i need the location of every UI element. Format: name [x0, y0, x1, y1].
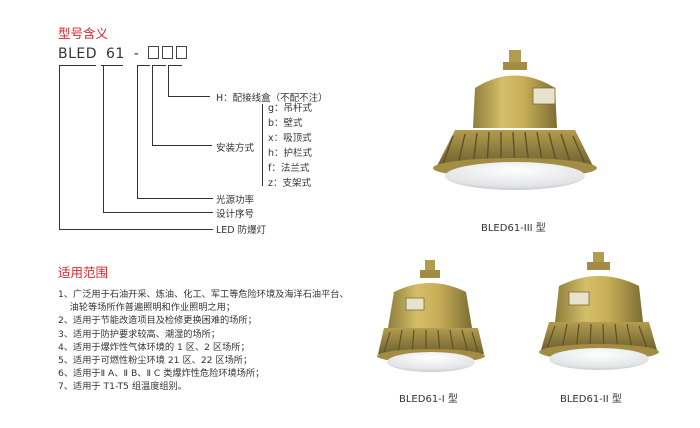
label-install-method: 安装方式	[216, 143, 255, 154]
scope-item: 2、适用于节能改造项目及检修更换困难的场所；	[58, 315, 257, 327]
scope-item: 1、广泛用于石油开采、炼油、化工、军工等危险环境及海洋石油平台、	[58, 289, 349, 300]
code-box-2	[162, 46, 174, 59]
code-dash: -	[133, 46, 140, 62]
scope-item: 油轮等场所作普遍照明和作业照明之用；	[58, 302, 236, 314]
option-g: g：吊杆式	[268, 103, 313, 114]
code-number: 61	[105, 46, 125, 62]
model-code: BLED 61 -	[58, 46, 190, 62]
option-f: f：法兰式	[268, 163, 310, 174]
option-h: h：护栏式	[268, 148, 313, 159]
code-box-1	[148, 46, 160, 59]
scope-item: 4、适用于爆炸性气体环境的 1 区、2 区场所；	[58, 341, 250, 353]
lamp-small-right-image	[539, 252, 659, 370]
label-led-type: LED 防爆灯	[216, 225, 267, 236]
label-light-power: 光源功率	[216, 195, 255, 206]
label-junction-box: H：配接线盒（不配不注）	[216, 93, 328, 104]
option-z: z：支架式	[268, 178, 311, 189]
scope-item: 5、适用于可燃性粉尘环境 21 区、22 区场所；	[58, 355, 253, 367]
label-design-number: 设计序号	[216, 209, 255, 220]
lamp-small-left-image	[377, 260, 485, 372]
option-x: x：吸顶式	[268, 133, 312, 144]
scope-item: 6、适用于Ⅱ A、Ⅱ B、Ⅱ C 类爆炸性危险环境场所；	[58, 368, 265, 380]
scope-item: 3、适用于防护要求较高、潮湿的场所；	[58, 328, 221, 340]
code-box-3	[176, 46, 188, 59]
model-label-small-right: BLED61-II 型	[560, 394, 622, 405]
scope-title: 适用范围	[58, 265, 109, 280]
model-label-small-left: BLED61-I 型	[399, 394, 458, 405]
model-label-large: BLED61-III 型	[481, 223, 546, 234]
code-prefix: BLED	[58, 46, 98, 62]
scope-list: 1、广泛用于石油开采、炼油、化工、军工等危险环境及海洋石油平台、 油轮等场所作普…	[58, 288, 349, 394]
lamp-large-image	[433, 50, 597, 190]
option-b: b：壁式	[268, 118, 303, 129]
model-meaning-title: 型号含义	[58, 26, 109, 41]
scope-item: 7、适用于 T1-T5 组温度组别。	[58, 381, 187, 393]
